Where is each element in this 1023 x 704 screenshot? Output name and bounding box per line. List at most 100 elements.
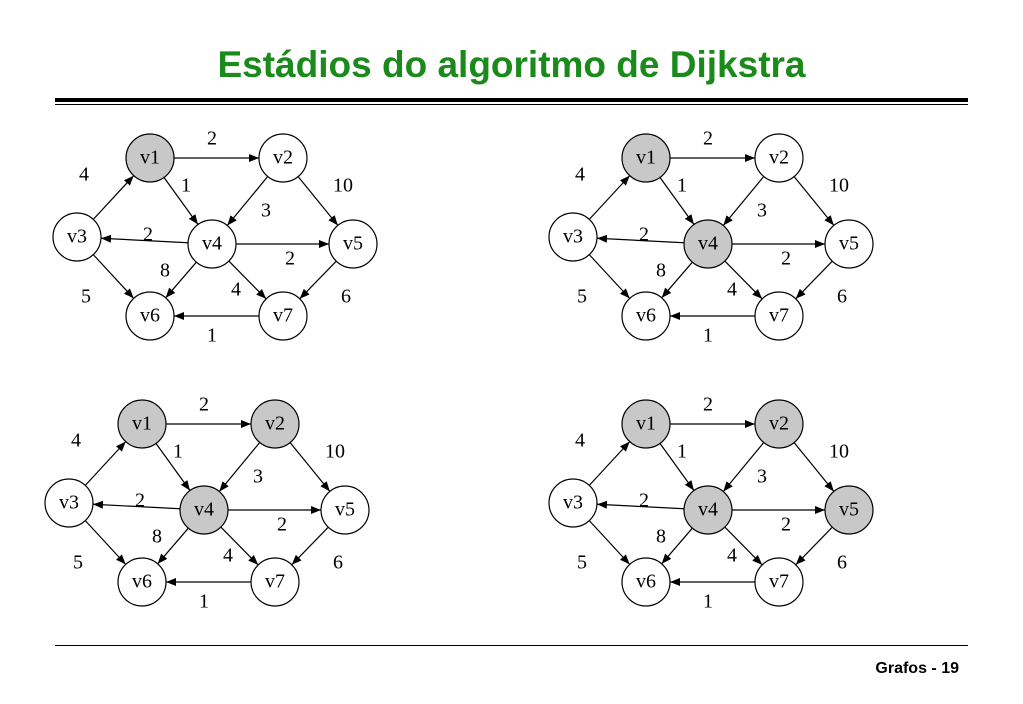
edge-weight-v4-v7: 4 — [223, 545, 233, 567]
edge-v1-v4 — [659, 443, 695, 491]
slide-title: Estádios do algoritmo de Dijkstra — [217, 44, 806, 85]
edge-v1-v4 — [163, 177, 199, 225]
edge-v4-v7 — [724, 526, 763, 566]
edge-weight-v1-v4: 1 — [677, 175, 687, 197]
node-label-v2: v2 — [769, 413, 789, 435]
node-label-v2: v2 — [273, 147, 293, 169]
edge-v5-v7 — [291, 526, 329, 566]
node-label-v6: v6 — [140, 305, 160, 327]
edge-v5-v7 — [299, 260, 337, 300]
edge-weight-v4-v6: 8 — [152, 526, 162, 548]
edge-weight-v4-v3: 2 — [135, 490, 145, 512]
node-label-v5: v5 — [343, 233, 363, 255]
edge-weight-v4-v5: 2 — [277, 514, 287, 536]
edge-weight-v1-v2: 2 — [703, 394, 713, 416]
edge-v4-v6 — [165, 261, 197, 299]
node-v5 — [320, 485, 370, 535]
node-v3 — [548, 478, 598, 528]
node-v5 — [328, 219, 378, 269]
edge-v3-v6 — [588, 520, 631, 565]
edge-weight-v4-v3: 2 — [143, 224, 153, 246]
edge-weight-v4-v7: 4 — [727, 279, 737, 301]
edge-weight-v7-v6: 1 — [199, 591, 209, 613]
edge-v4-v6 — [661, 527, 693, 565]
edge-v4-v3 — [92, 500, 181, 510]
edge-weight-v5-v7: 6 — [341, 286, 351, 308]
node-v7 — [754, 291, 804, 341]
edge-weight-v3-v1: 4 — [71, 430, 81, 452]
edge-v3-v6 — [92, 254, 135, 299]
edge-v5-v7 — [795, 526, 833, 566]
node-v2-visited — [250, 399, 300, 449]
node-label-v7: v7 — [273, 305, 293, 327]
edge-v1-v4 — [659, 177, 695, 225]
edge-v2-v4 — [218, 442, 261, 492]
node-label-v5: v5 — [839, 499, 859, 521]
node-v2-visited — [754, 399, 804, 449]
edge-v4-v3 — [596, 234, 685, 244]
node-label-v4: v4 — [194, 499, 214, 521]
node-v1-visited — [621, 399, 671, 449]
node-label-v5: v5 — [335, 499, 355, 521]
edge-weight-v7-v6: 1 — [703, 591, 713, 613]
edge-weight-v1-v2: 2 — [703, 128, 713, 150]
edge-v3-v1 — [588, 175, 631, 220]
node-v2 — [754, 133, 804, 183]
node-label-v1: v1 — [636, 147, 656, 169]
edge-weight-v4-v5: 2 — [285, 248, 295, 270]
edge-weight-v2-v4: 3 — [757, 466, 767, 488]
edge-weight-v2-v4: 3 — [261, 200, 271, 222]
edge-weight-v4-v3: 2 — [639, 224, 649, 246]
node-v5-visited — [824, 485, 874, 535]
title-rule-thick — [55, 98, 968, 102]
edge-v4-v6 — [157, 527, 189, 565]
node-label-v4: v4 — [698, 233, 718, 255]
node-label-v1: v1 — [132, 413, 152, 435]
node-label-v2: v2 — [769, 147, 789, 169]
node-label-v5: v5 — [839, 233, 859, 255]
edge-weight-v1-v2: 2 — [207, 128, 217, 150]
node-v7 — [250, 557, 300, 607]
edge-weight-v3-v1: 4 — [575, 430, 585, 452]
node-v4-visited — [683, 485, 733, 535]
edge-v3-v1 — [84, 441, 127, 486]
edge-v3-v6 — [84, 520, 127, 565]
node-v6 — [621, 291, 671, 341]
node-label-v7: v7 — [265, 571, 285, 593]
node-v6 — [117, 557, 167, 607]
node-label-v3: v3 — [563, 226, 583, 248]
edge-weight-v2-v5: 10 — [829, 441, 849, 463]
edge-weight-v1-v4: 1 — [677, 441, 687, 463]
node-v7 — [754, 557, 804, 607]
edge-weight-v7-v6: 1 — [207, 325, 217, 347]
edge-v2-v5 — [793, 176, 835, 226]
edge-weight-v3-v6: 5 — [577, 552, 587, 574]
edge-weight-v3-v1: 4 — [575, 164, 585, 186]
node-v5 — [824, 219, 874, 269]
edge-weight-v4-v6: 8 — [656, 526, 666, 548]
edge-weight-v5-v7: 6 — [837, 552, 847, 574]
edge-weight-v7-v6: 1 — [703, 325, 713, 347]
node-label-v7: v7 — [769, 571, 789, 593]
node-v4 — [187, 219, 237, 269]
edge-v4-v3 — [596, 500, 685, 510]
node-label-v1: v1 — [636, 413, 656, 435]
edge-v4-v6 — [661, 261, 693, 299]
node-v6 — [621, 557, 671, 607]
edge-v1-v4 — [155, 443, 191, 491]
edge-v4-v7 — [220, 526, 259, 566]
node-label-v4: v4 — [698, 499, 718, 521]
edge-v2-v4 — [722, 442, 765, 492]
edge-weight-v2-v4: 3 — [757, 200, 767, 222]
edge-weight-v4-v5: 2 — [781, 248, 791, 270]
edge-v5-v7 — [795, 260, 833, 300]
node-v4-visited — [683, 219, 733, 269]
edge-weight-v2-v5: 10 — [325, 441, 345, 463]
edge-weight-v4-v6: 8 — [160, 260, 170, 282]
title-rule-thin — [55, 104, 968, 105]
node-v1-visited — [621, 133, 671, 183]
node-label-v7: v7 — [769, 305, 789, 327]
